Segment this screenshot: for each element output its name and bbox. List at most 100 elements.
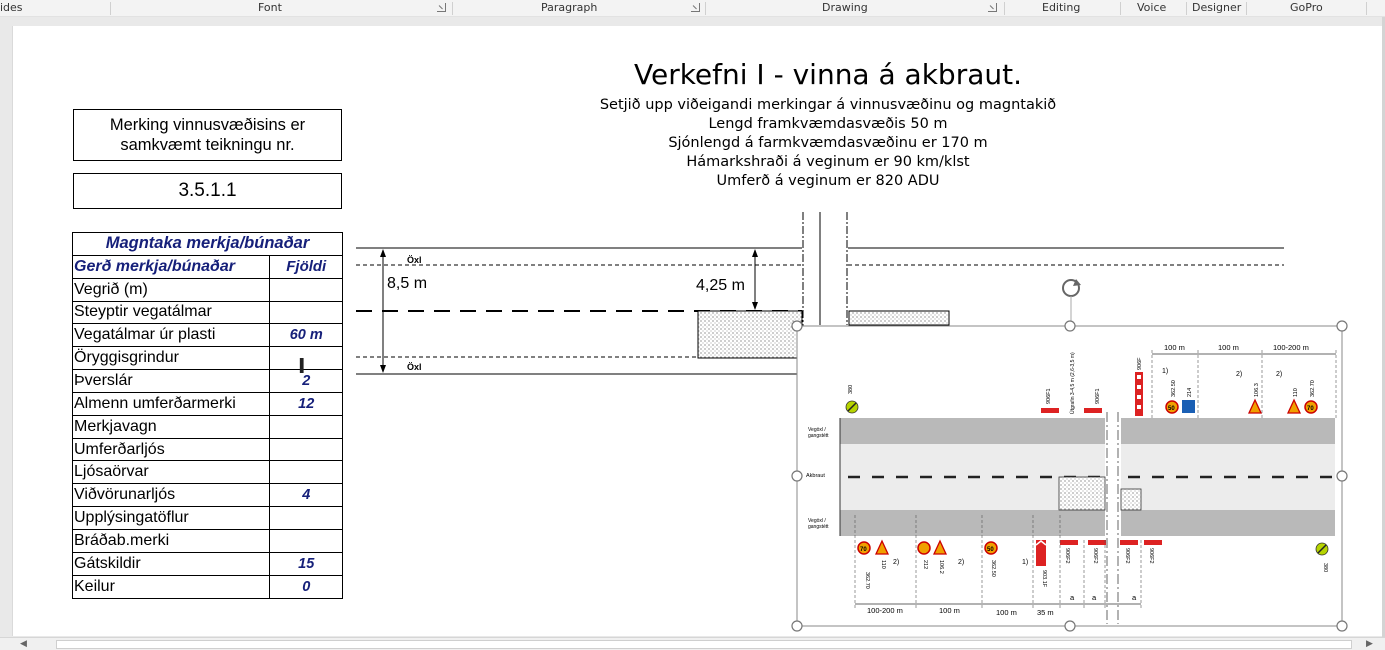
note-label: 2) [958,559,964,566]
row-name[interactable]: Öryggisgrindur [71,346,271,371]
note-label: 2) [1236,371,1242,378]
row-name[interactable]: Merkjavagn [71,414,271,439]
diagram-lane-label: Vegöxl / [808,518,826,524]
bottom-dimension-label: a [1092,593,1097,602]
drawing-number-box[interactable]: 3.5.1.1 [73,173,342,209]
ribbon-group-slides[interactable]: ides [0,1,23,14]
drawing-dialog-launcher-icon[interactable] [988,3,997,12]
font-dialog-launcher-icon[interactable] [437,3,446,12]
bottom-dimension-label: 100 m [996,608,1017,617]
horizontal-scrollbar[interactable]: ◀ ▶ [0,637,1385,650]
resize-handle-icon [1336,320,1348,332]
table-row[interactable]: Ljósaörvar [71,460,343,485]
row-name[interactable]: Vegatálmar úr plasti [71,323,271,348]
ribbon-group-font[interactable]: Font [258,1,282,14]
width-half-label: 4,25 m [696,277,745,294]
bottom-dimension-label: 35 m [1037,608,1054,617]
ribbon-separator [1186,2,1187,15]
scroll-left-icon[interactable]: ◀ [20,638,27,648]
table-row[interactable]: Upplýsingatöflur [71,506,343,530]
barrier-sign-icon [1060,540,1078,545]
resize-handle-icon [1336,620,1348,632]
subtitle-line: Hámarkshraði á veginum er 90 km/klst [686,154,970,170]
ribbon-separator [1246,2,1247,15]
resize-handle-icon [1064,620,1076,632]
speed-sign-icon [1304,400,1318,414]
shoulder-label-top: Öxl [407,255,422,265]
bottom-dimension-label: a [1132,593,1137,602]
sign-code-label: 906F [1137,357,1143,370]
sign-code-label: 906F2 [1124,548,1130,564]
table-row[interactable]: Öryggisgrindur [71,346,343,371]
paragraph-dialog-launcher-icon[interactable] [691,3,700,12]
table-title: Magntaka merkja/búnaðar [72,232,343,256]
bottom-dimension-label: 100-200 m [867,606,903,615]
ribbon-group-paragraph[interactable]: Paragraph [541,1,598,14]
note-label: 1) [1022,559,1028,566]
row-count[interactable]: 60 m [269,323,343,348]
work-zone-right [848,310,950,326]
sign-code-label: 906F1 [1046,388,1052,404]
diagram-sidewalk-top [840,418,1105,444]
row-count[interactable]: 12 [269,391,343,416]
subtitle-line: Umferð á veginum er 820 ADU [716,173,940,189]
traffic-plan-image[interactable]: Vegöxl / gangstétt Akbraut Vegöxl / gang… [796,325,1343,627]
slide-subtitle[interactable]: Setjið upp viðeigandi merkingar á vinnus… [578,96,1078,191]
barrier-sign-icon [1088,540,1106,545]
table-row[interactable]: Bráðab.merki [71,528,343,553]
sign-code-label: 362.70 [1310,380,1316,397]
scrollbar-thumb[interactable] [56,640,1352,649]
resize-handle-icon [1336,470,1348,482]
ribbon-group-voice[interactable]: Voice [1137,1,1167,14]
work-zone-left [697,310,803,359]
ribbon-group-bar: ides Font Paragraph Drawing Editing Voic… [0,0,1385,17]
scroll-right-icon[interactable]: ▶ [1366,638,1373,648]
warning-board-icon [1036,540,1046,566]
shoulder-label-bottom: Öxl [407,362,422,372]
row-name[interactable]: Umferðarljós [71,437,271,462]
row-name[interactable]: Upplýsingatöflur [71,506,271,530]
column-header-count: Fjöldi [269,254,343,279]
ribbon-group-drawing[interactable]: Drawing [822,1,868,14]
sign-code-label: 110 [880,560,886,569]
sign-code-label: 106.2 [938,560,944,574]
sign-code-label: 906F2 [1064,548,1070,564]
diagram-sidewalk-bottom [1121,510,1335,536]
table-row[interactable]: Merkjavagn [71,414,343,439]
subtitle-line: Setjið upp viðeigandi merkingar á vinnus… [599,97,1057,113]
marking-label-box[interactable]: Merking vinnusvæðisins er samkvæmt teikn… [73,109,342,161]
barrier-sign-icon [1120,540,1138,545]
row-count[interactable]: 0 [269,574,343,599]
ribbon-separator [452,2,453,15]
ribbon-group-editing[interactable]: Editing [1042,1,1081,14]
ribbon-group-designer[interactable]: Designer [1192,1,1242,14]
ribbon-group-gopro[interactable]: GoPro [1290,1,1323,14]
speed-sign-label: 50 [987,547,994,553]
rotate-handle-icon[interactable] [1062,279,1081,324]
vertical-scrollbar[interactable] [1382,17,1385,637]
warning-board-icon [1135,372,1143,416]
subtitle-line: Lengd framkvæmdasvæðis 50 m [708,116,948,132]
quantity-table[interactable]: Magntaka merkja/búnaðar Gerð merkja/búna… [71,232,343,599]
row-name[interactable]: Keilur [71,574,271,599]
sign-code-label: 214 [1187,388,1193,397]
diagram-sidewalk-top [1121,418,1335,444]
marking-label-line: samkvæmt teikningu nr. [120,136,295,154]
speed-sign-icon [857,541,871,555]
note-label: 2) [893,559,899,566]
row-count[interactable]: 15 [269,551,343,576]
slide-title[interactable]: Verkefni I - vinna á akbraut. [633,58,1022,91]
sign-code-label: 362.50 [990,560,996,577]
selection-handles[interactable] [791,320,1348,632]
barrier-sign-icon [1084,408,1102,413]
row-name[interactable]: Almenn umferðarmerki [71,391,271,416]
column-header-type: Gerð merkja/búnaðar [71,254,271,279]
warning-triangle-icon [1247,398,1263,414]
row-name[interactable]: Bráðab.merki [71,528,271,553]
